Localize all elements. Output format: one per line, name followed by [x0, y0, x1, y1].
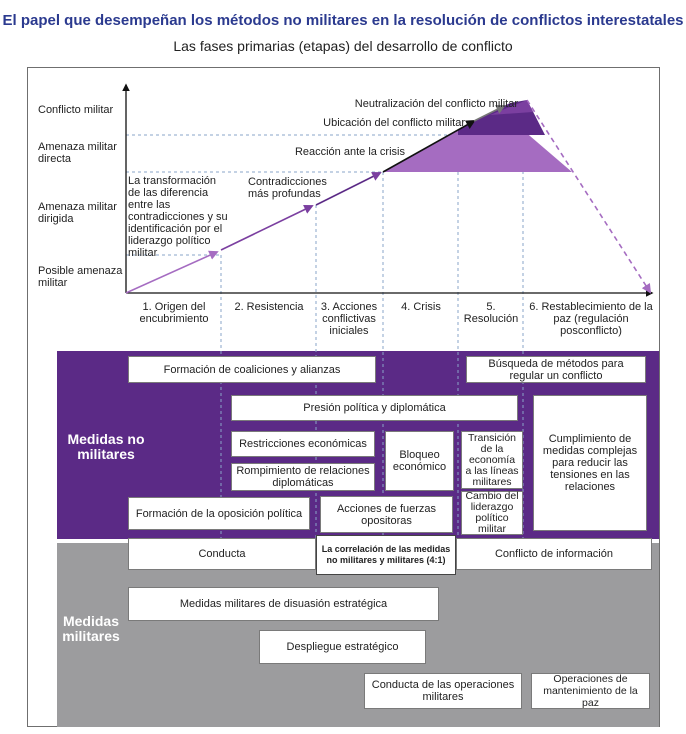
phase-3-label: 3. Acciones conflictivas iniciales	[320, 301, 378, 337]
peak-area-light	[383, 130, 572, 172]
box-opposition-formation: Formación de la oposición política	[128, 497, 310, 530]
curve-segment-2	[220, 205, 314, 251]
label-deeper-contradictions: Contradicciones más profundas	[248, 176, 327, 200]
box-conduct: Conducta	[128, 538, 316, 570]
level-military-conflict: Conflicto militar	[38, 104, 114, 116]
box-political-pressure: Presión política y diplomática	[231, 395, 518, 421]
phase-4-label: 4. Crisis	[401, 301, 441, 313]
box-opposition-actions: Acciones de fuerzas opositoras	[320, 496, 453, 533]
phase-2-label: 2. Resistencia	[234, 301, 304, 313]
box-strategic-deterrence: Medidas militares de disuasión estratégi…	[128, 587, 439, 621]
phase-5-label: 5. Resolución	[463, 301, 519, 325]
box-economic-restrictions: Restricciones económicas	[231, 431, 375, 457]
label-location: Ubicación del conflicto militar	[323, 117, 465, 129]
box-strategic-deployment: Despliegue estratégico	[259, 630, 426, 664]
box-search-methods: Búsqueda de métodos para regular un conf…	[466, 356, 646, 383]
box-coalitions: Formación de coaliciones y alianzas	[128, 356, 376, 383]
box-compliance: Cumplimiento de medidas complejas para r…	[533, 395, 647, 531]
non-military-heading: Medidas no militares	[67, 431, 145, 462]
box-economy-transition: Transición de la economía a las líneas m…	[461, 431, 523, 489]
box-break-relations: Rompimiento de relaciones diplomáticas	[231, 463, 375, 491]
box-peacekeeping: Operaciones de mantenimiento de la paz	[531, 673, 650, 709]
level-directed-threat: Amenaza militar dirigida	[38, 201, 117, 225]
curve-segment-5	[473, 105, 506, 122]
military-heading: Medidas militares	[62, 613, 120, 644]
label-transformation: La transformación de las diferencia entr…	[128, 175, 228, 259]
curve-segment-1	[125, 250, 219, 294]
curve-segment-4	[382, 120, 476, 173]
curve-segment-3	[315, 172, 382, 206]
box-military-operations: Conducta de las operaciones militares	[364, 673, 522, 709]
diagram-title: El papel que desempeñan los métodos no m…	[2, 12, 684, 29]
label-reaction: Reacción ante la crisis	[294, 146, 405, 158]
level-direct-threat: Amenaza militar directa	[38, 141, 117, 165]
phase-1-label: 1. Origen del encubrimiento	[139, 301, 209, 325]
phase-separators	[220, 105, 524, 540]
level-possible-threat: Posible amenaza militar	[38, 265, 123, 289]
phase-6-label: 6. Restablecimiento de la paz (regulació…	[529, 301, 653, 337]
box-information-conflict: Conflicto de información	[456, 538, 652, 570]
box-economic-blockade: Bloqueo económico	[385, 431, 454, 491]
box-leadership-change: Cambio del liderazgo político militar	[461, 491, 523, 535]
label-neutralization: Neutralización del conflicto militar	[354, 98, 518, 110]
curve-descent	[526, 99, 652, 294]
box-correlation: La correlación de las medidas no militar…	[316, 535, 456, 575]
diagram-subtitle: Las fases primarias (etapas) del desarro…	[173, 38, 513, 54]
level-lines	[126, 134, 462, 256]
